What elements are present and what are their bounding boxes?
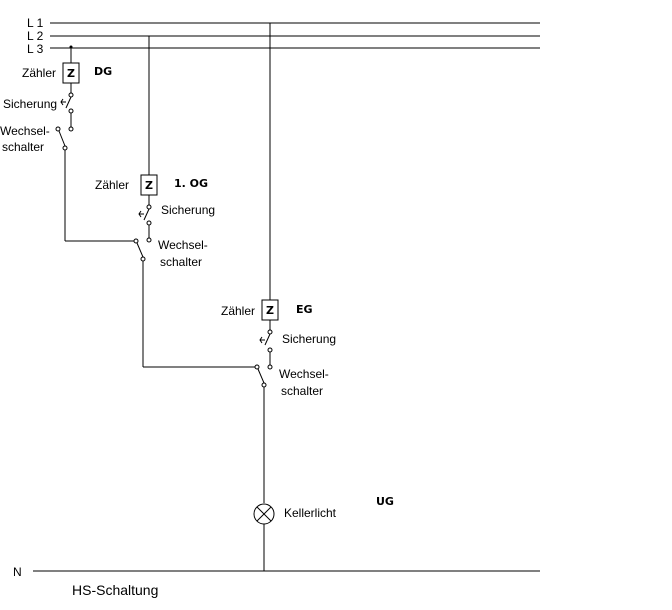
branch-og: Z Zähler 1. OG Sicherung Wechsel- schalt… (95, 36, 255, 368)
floor-label-eg: EG (296, 303, 313, 316)
wechsel-label-1: Wechsel- (158, 238, 208, 252)
contact-dot (261, 382, 267, 388)
contact-dot (55, 126, 61, 132)
fuse-blade (65, 96, 72, 109)
label-n: N (13, 565, 22, 579)
lamp-cross (256, 506, 272, 522)
sicherung-label: Sicherung (3, 97, 57, 111)
meter-symbol: Z (266, 304, 274, 317)
switch-blade (136, 242, 144, 258)
kellerlicht-label: Kellerlicht (284, 506, 337, 520)
branch-eg: Z Zähler EG Sicherung Wechsel- schalter (221, 23, 336, 503)
label-l1: L 1 (27, 16, 44, 30)
contact-dot (146, 204, 152, 210)
contact-dot (68, 92, 74, 98)
sicherung-label: Sicherung (282, 332, 336, 346)
contact-dot (267, 364, 273, 370)
label-l3: L 3 (27, 42, 44, 56)
wechsel-label-1: Wechsel- (0, 124, 50, 138)
diagram-caption: HS-Schaltung (72, 582, 158, 598)
fuse-arrow (60, 98, 66, 106)
fuse-arrow (259, 336, 265, 344)
fuse-blade (143, 208, 150, 221)
floor-label-ug: UG (376, 495, 394, 508)
wechsel-label-2: schalter (160, 255, 202, 269)
contact-dot (267, 329, 273, 335)
zaehler-label: Zähler (95, 178, 129, 192)
junction-dot (69, 45, 73, 49)
contact-dot (140, 256, 146, 262)
meter-symbol: Z (145, 179, 153, 192)
fuse-blade (264, 333, 271, 346)
sicherung-label: Sicherung (161, 203, 215, 217)
contact-dot (267, 347, 273, 353)
contact-dot (133, 238, 139, 244)
contact-dot (254, 364, 260, 370)
wechsel-label-2: schalter (2, 140, 44, 154)
contact-dot (68, 126, 74, 132)
fuse-arrow (138, 210, 144, 218)
label-l2: L 2 (27, 29, 44, 43)
zaehler-label: Zähler (22, 66, 56, 80)
switch-blade (257, 368, 265, 384)
branch-dg: Z Zähler DG Sicherung Wechsel- schalter (0, 45, 134, 242)
wechsel-label-1: Wechsel- (279, 367, 329, 381)
contact-dot (146, 220, 152, 226)
lamp-ug: Kellerlicht UG (253, 495, 394, 571)
contact-dot (146, 237, 152, 243)
neutral-line: N (13, 565, 540, 579)
wechsel-label-2: schalter (281, 384, 323, 398)
bus-lines: L 1 L 2 L 3 (27, 16, 540, 56)
switch-blade (58, 130, 66, 147)
meter-symbol: Z (67, 67, 75, 80)
contact-dot (62, 145, 68, 151)
floor-label-og: 1. OG (174, 177, 208, 190)
floor-label-dg: DG (94, 65, 112, 78)
contact-dot (68, 108, 74, 114)
zaehler-label: Zähler (221, 304, 255, 318)
